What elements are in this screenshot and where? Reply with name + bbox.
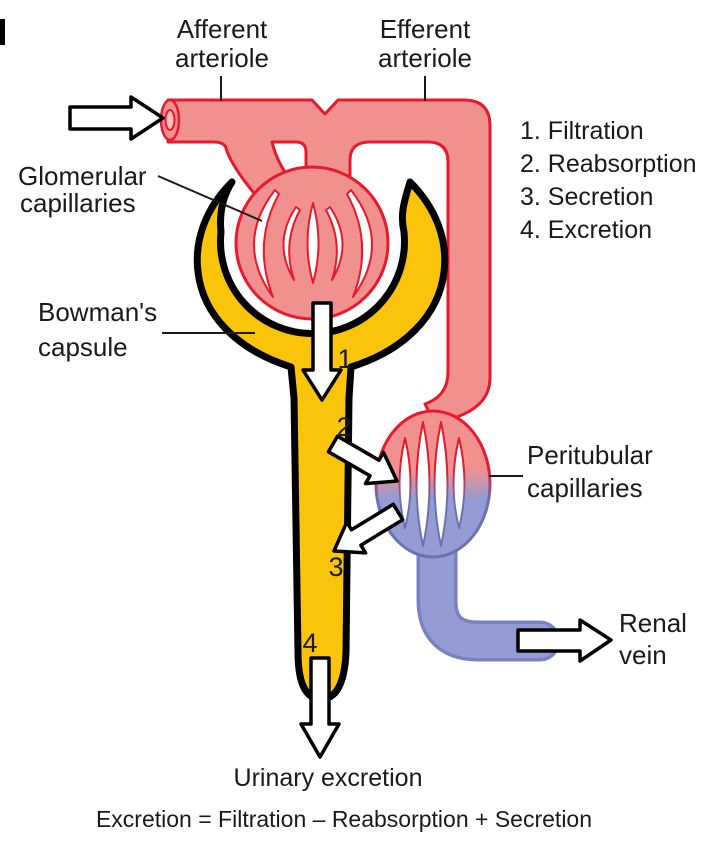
afferent-arteriole-label-line2: arteriole [175,43,269,73]
corner-artifact-mark [0,19,5,45]
arteriole-network [166,98,492,428]
afferent-arteriole-label-line1: Afferent [177,14,268,44]
glomerular-capillary-loops [253,189,373,298]
renal-vein-arrow-icon [516,618,613,663]
renal-vein-label-line1: Renal [619,608,687,638]
process-list: 1. Filtration 2. Reabsorption 3. Secreti… [520,117,697,244]
capillary-loop-icon [325,206,344,281]
renal-vein-fill [420,528,557,658]
flow-marker-3: 3 [328,552,343,582]
capillary-loop-icon [346,189,373,298]
process-list-item-1: 1. Filtration [520,117,644,145]
flow-marker-2: 2 [336,412,351,442]
flow-marker-4: 4 [302,628,317,658]
filtration-arrow-icon [301,301,343,402]
capillary-slit-icon [415,421,431,547]
excretion-equation: Excretion = Filtration – Reabsorption + … [96,806,592,832]
secretion-arrow-icon [332,502,405,555]
efferent-arteriole-label-line1: Efferent [380,14,471,44]
afferent-opening-inner [164,109,176,131]
process-list-item-3: 3. Secretion [520,183,653,211]
inflow-arrow-icon [68,95,165,141]
renal-vein-vessel [416,524,561,662]
flow-marker-1: 1 [337,344,352,374]
peritubular-capillary-slits [398,421,466,547]
bowmans-capsule-shape [193,178,449,703]
peritubular-capillaries-ball [374,409,492,559]
reabsorption-arrow-icon [326,434,399,486]
peritubular-capillaries-label-line1: Peritubular [527,440,653,470]
glomerular-capillaries-label-line2: capillaries [20,188,136,218]
efferent-arteriole-label-line2: arteriole [378,43,472,73]
pointer-lines [157,76,523,477]
peritubular-capillaries-label-line2: capillaries [527,473,643,503]
capillary-slit-icon [433,421,449,547]
capillary-loop-icon [306,202,320,284]
capillary-loop-icon [282,206,301,281]
renal-vein-label-line2: vein [619,640,667,670]
bowmans-capsule-label-line1: Bowman's [38,297,157,327]
urinary-excretion-label: Urinary excretion [234,764,423,792]
capillary-slit-icon [398,437,412,529]
glomerular-capillaries-label-line1: Glomerular [18,161,147,191]
process-list-item-2: 2. Reabsorption [520,150,697,178]
bowmans-capsule-label-line2: capsule [38,332,128,362]
capillary-slit-icon [452,437,466,529]
process-list-item-4: 4. Excretion [520,216,652,244]
excretion-arrow-icon [299,656,341,759]
afferent-opening [159,98,181,142]
capillary-loop-icon [253,189,280,298]
glomerular-pointer-line [157,175,263,222]
